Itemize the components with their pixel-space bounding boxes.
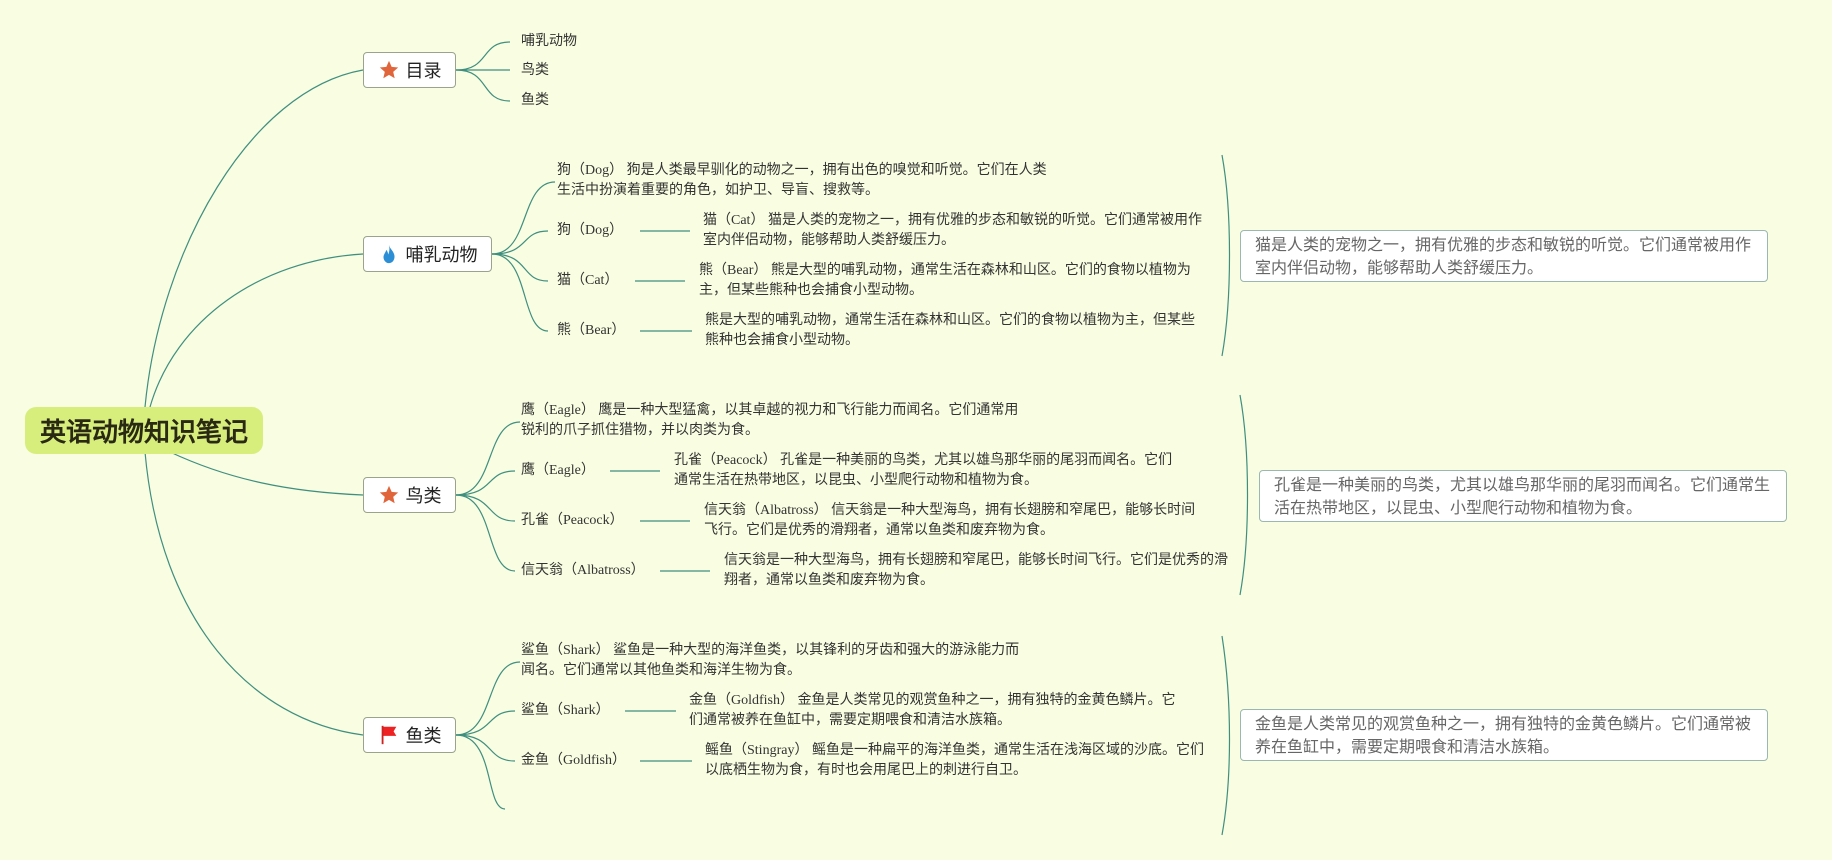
mammal-detail-bear-desc[interactable]: 熊是大型的哺乳动物，通常生活在森林和山区。它们的食物以植物为主，但某些熊种也会捕… bbox=[705, 313, 1195, 348]
catalog-item-birds[interactable]: 鸟类 bbox=[521, 63, 549, 78]
branch-birds[interactable]: 鸟类 bbox=[363, 477, 456, 513]
fish-detail-goldfish[interactable]: 金鱼（Goldfish） 金鱼是人类常见的观赏鱼种之一，拥有独特的金黄色鳞片。它… bbox=[689, 693, 1176, 728]
root-title: 英语动物知识笔记 bbox=[39, 418, 248, 448]
branch-label: 鱼类 bbox=[405, 726, 442, 747]
mammal-item-dog[interactable]: 狗（Dog） bbox=[557, 223, 624, 238]
bird-summary[interactable]: 孔雀是一种美丽的鸟类，尤其以雄鸟那华丽的尾羽而闻名。它们通常生活在热带地区，以昆… bbox=[1259, 470, 1787, 522]
mammal-summary[interactable]: 猫是人类的宠物之一，拥有优雅的步态和敏锐的听觉。它们通常被用作室内伴侣动物，能够… bbox=[1240, 230, 1768, 282]
bird-note-eagle-intro[interactable]: 鹰（Eagle） 鹰是一种大型猛禽，以其卓越的视力和飞行能力而闻名。它们通常用锐… bbox=[521, 403, 1019, 438]
bird-item-albatross[interactable]: 信天翁（Albatross） bbox=[521, 563, 645, 578]
catalog-item-mammals[interactable]: 哺乳动物 bbox=[521, 34, 577, 49]
flame-icon bbox=[383, 244, 394, 264]
star-icon bbox=[379, 60, 398, 79]
bird-item-eagle[interactable]: 鹰（Eagle） bbox=[521, 463, 595, 478]
branch-catalog[interactable]: 目录 bbox=[363, 52, 456, 88]
flag-icon bbox=[381, 725, 396, 745]
bird-detail-peacock[interactable]: 孔雀（Peacock） 孔雀是一种美丽的鸟类，尤其以雄鸟那华丽的尾羽而闻名。它们… bbox=[674, 453, 1173, 488]
fish-item-shark[interactable]: 鲨鱼（Shark） bbox=[521, 703, 610, 718]
fish-item-goldfish[interactable]: 金鱼（Goldfish） bbox=[521, 753, 626, 768]
branch-mammals[interactable]: 哺乳动物 bbox=[363, 236, 492, 272]
branch-label: 哺乳动物 bbox=[405, 245, 478, 266]
bird-detail-albatross-desc[interactable]: 信天翁是一种大型海鸟，拥有长翅膀和窄尾巴，能够长时间飞行。它们是优秀的滑翔者，通… bbox=[724, 553, 1228, 588]
fish-summary[interactable]: 金鱼是人类常见的观赏鱼种之一，拥有独特的金黄色鳞片。它们通常被养在鱼缸中，需要定… bbox=[1240, 709, 1768, 761]
branch-label: 鸟类 bbox=[405, 486, 442, 507]
mammal-detail-bear[interactable]: 熊（Bear） 熊是大型的哺乳动物，通常生活在森林和山区。它们的食物以植物为主，… bbox=[699, 263, 1191, 298]
mammal-item-cat[interactable]: 猫（Cat） bbox=[557, 273, 619, 288]
branch-fish[interactable]: 鱼类 bbox=[363, 717, 456, 753]
catalog-item-fish[interactable]: 鱼类 bbox=[521, 93, 549, 108]
mammal-note-dog-intro[interactable]: 狗（Dog） 狗是人类最早驯化的动物之一，拥有出色的嗅觉和听觉。它们在人类生活中… bbox=[557, 163, 1047, 198]
fish-detail-stingray[interactable]: 鳐鱼（Stingray） 鳐鱼是一种扁平的海洋鱼类，通常生活在浅海区域的沙底。它… bbox=[705, 743, 1204, 778]
star-icon bbox=[379, 485, 398, 504]
bird-item-peacock[interactable]: 孔雀（Peacock） bbox=[521, 513, 624, 528]
mammal-item-bear[interactable]: 熊（Bear） bbox=[557, 323, 626, 338]
root-topic[interactable]: 英语动物知识笔记 bbox=[25, 407, 263, 454]
mammal-detail-cat[interactable]: 猫（Cat） 猫是人类的宠物之一，拥有优雅的步态和敏锐的听觉。它们通常被用作室内… bbox=[703, 213, 1202, 248]
bird-detail-albatross[interactable]: 信天翁（Albatross） 信天翁是一种大型海鸟，拥有长翅膀和窄尾巴，能够长时… bbox=[704, 503, 1196, 538]
branch-label: 目录 bbox=[405, 61, 442, 82]
fish-note-shark-intro[interactable]: 鲨鱼（Shark） 鲨鱼是一种大型的海洋鱼类，以其锋利的牙齿和强大的游泳能力而闻… bbox=[521, 643, 1020, 678]
